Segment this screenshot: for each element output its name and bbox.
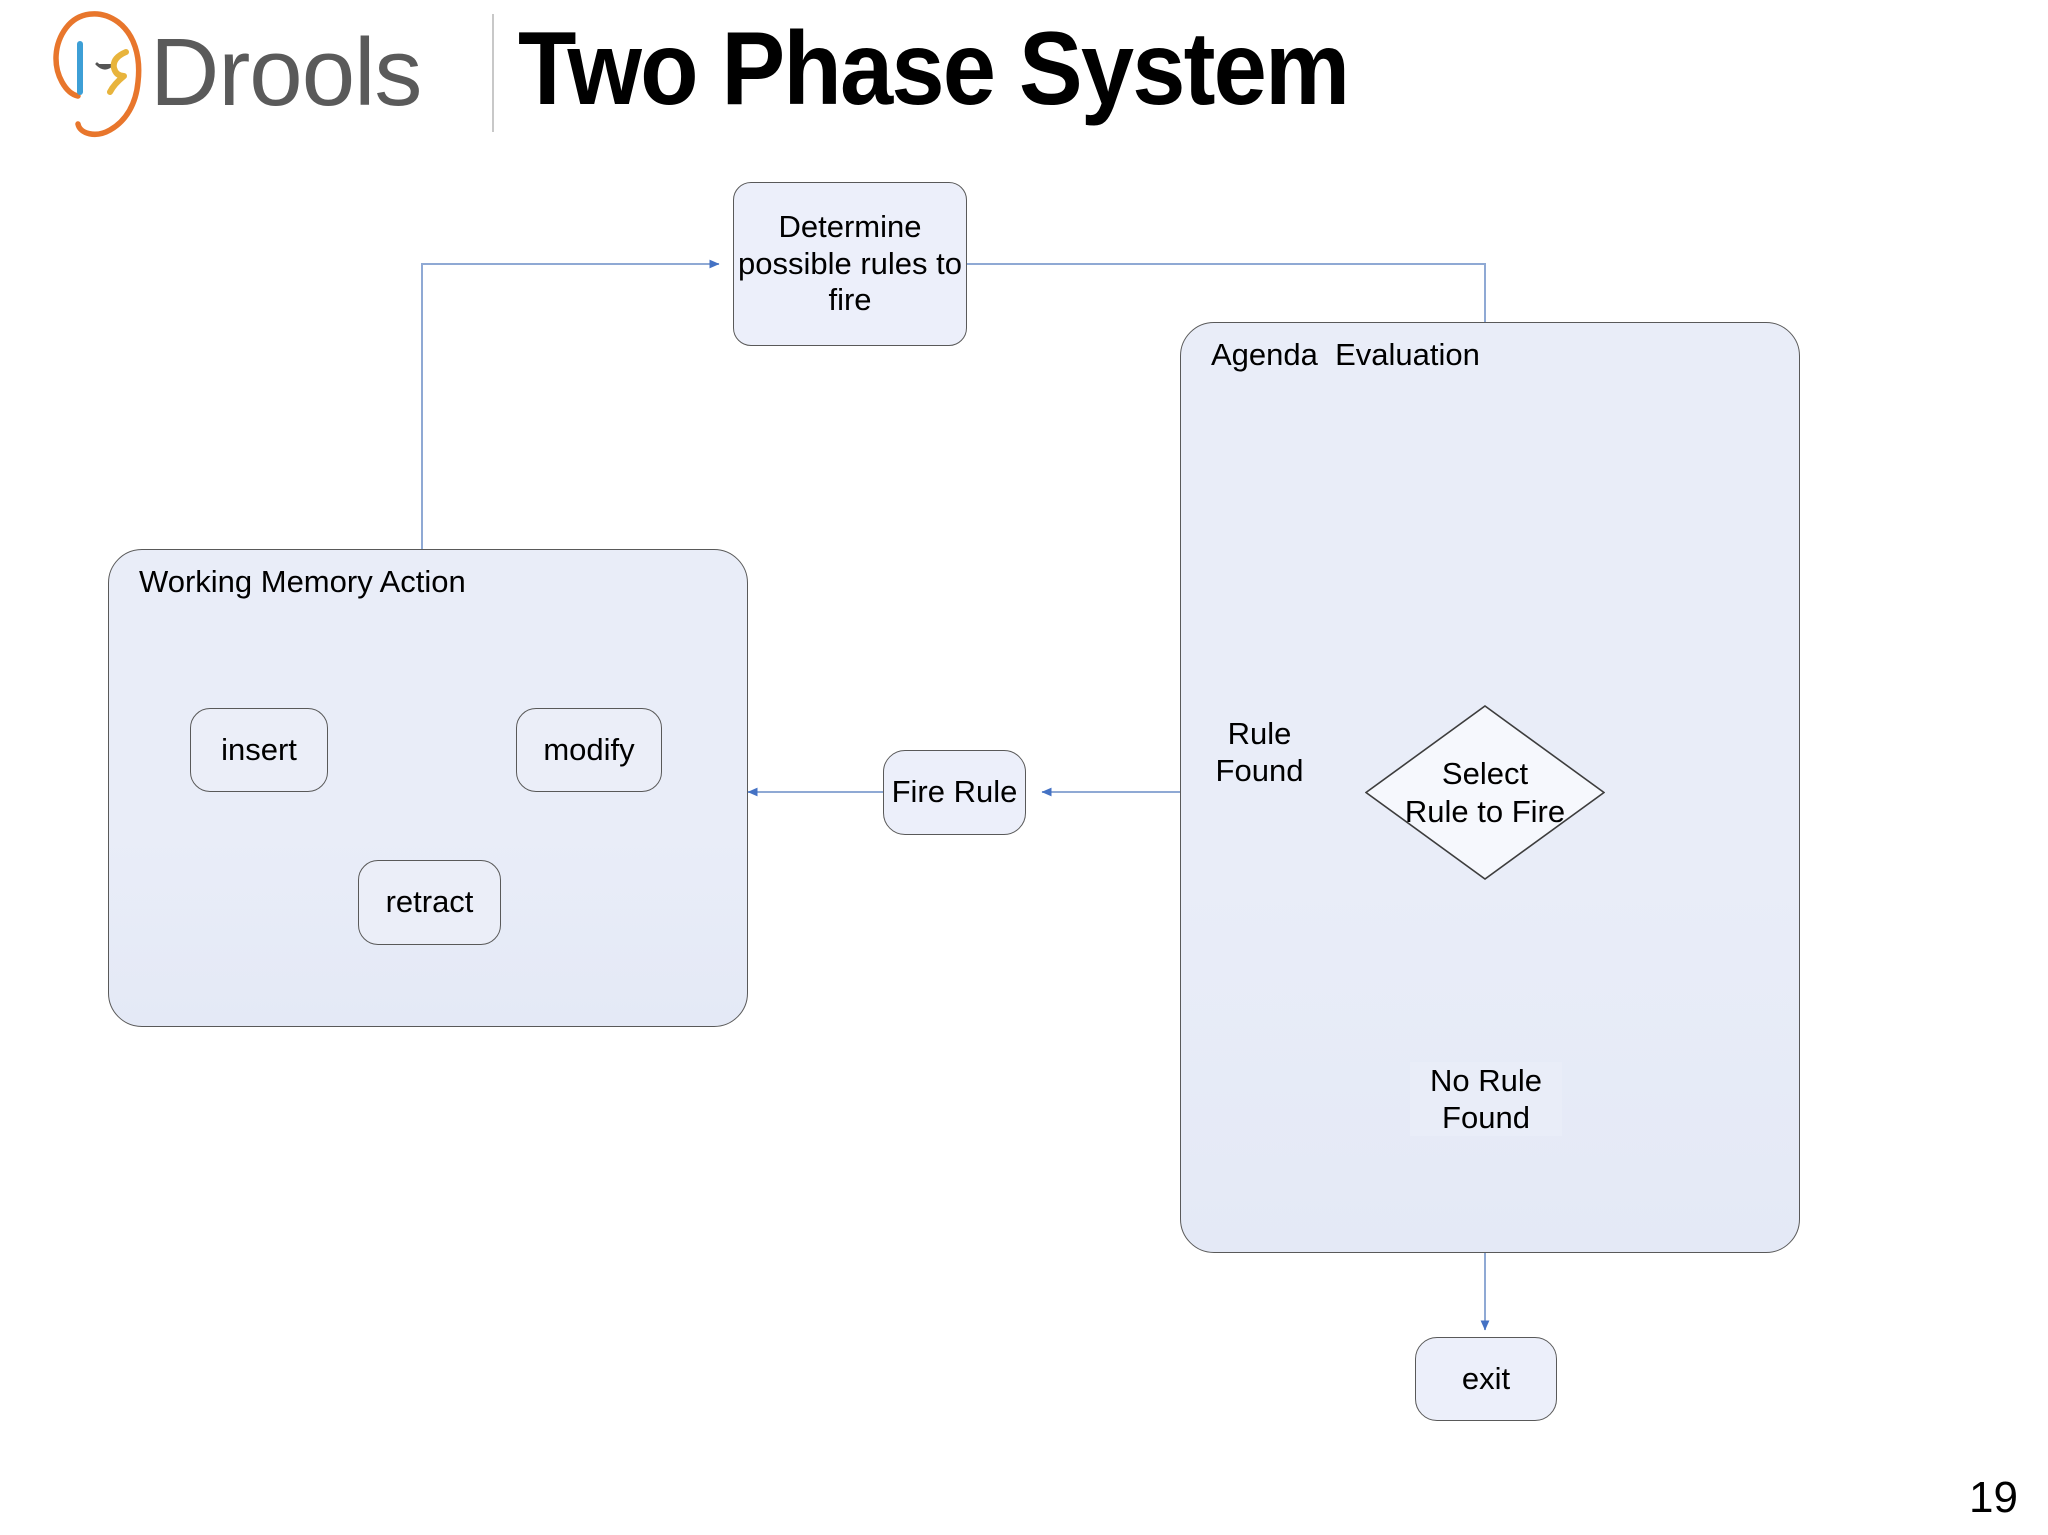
node-modify[interactable]: modify [516,708,662,792]
node-exit[interactable]: exit [1415,1337,1557,1421]
node-retract-label: retract [385,884,474,920]
edge-working-memory-to-determine [421,259,720,551]
drools-wordmark: Drools [150,19,422,126]
page-number: 19 [1969,1473,2018,1522]
edge-label-no-rule-found: No Rule Found [1410,1062,1562,1137]
node-fire-rule-label: Fire Rule [891,774,1018,810]
group-agenda-evaluation-title: Agenda Evaluation [1211,337,1480,372]
node-fire-rule[interactable]: Fire Rule [883,750,1026,835]
node-modify-label: modify [543,731,635,767]
node-select-rule-to-fire[interactable]: Select Rule to Fire [1365,705,1605,880]
edge-label-rule-found: Rule Found [1192,715,1327,790]
node-retract[interactable]: retract [358,860,501,945]
diamond-shape [1365,705,1605,880]
node-exit-label: exit [1461,1360,1511,1396]
node-insert[interactable]: insert [190,708,328,792]
node-select-rule-to-fire-label: Select Rule to Fire [1404,756,1566,829]
node-insert-label: insert [221,731,297,767]
drools-head-profile-logo [40,8,175,138]
group-working-memory-action-title: Working Memory Action [139,564,466,599]
node-determine-possible-rules[interactable]: Determine possible rules to fire [733,182,967,346]
page-title: Two Phase System [518,11,1350,127]
node-determine-label: Determine possible rules to fire [737,209,962,318]
header-divider [492,14,494,132]
slide-header: Drools Two Phase System [0,0,2048,150]
